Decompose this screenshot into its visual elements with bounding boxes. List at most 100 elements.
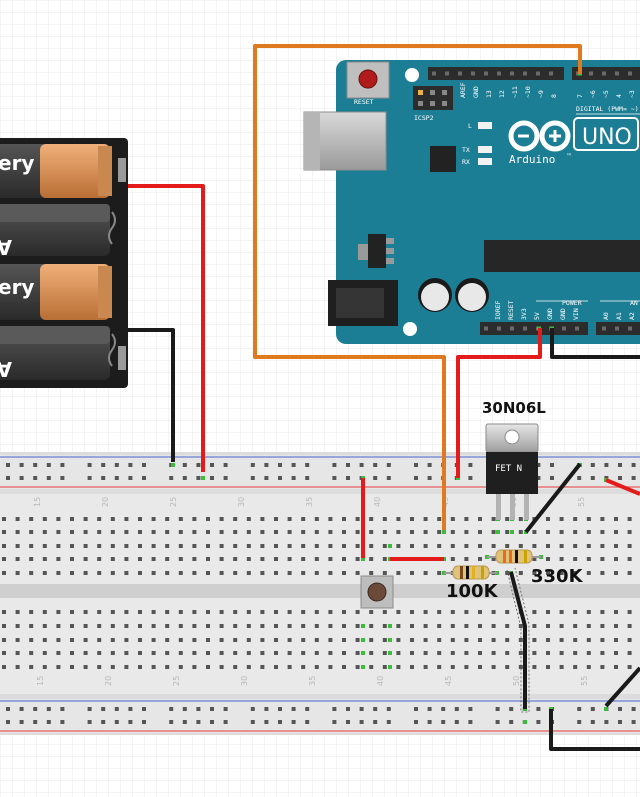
breadboard-hole[interactable]	[382, 530, 387, 534]
rail-hole[interactable]	[169, 707, 174, 711]
breadboard-hole[interactable]	[369, 665, 374, 669]
breadboard-hole[interactable]	[56, 517, 61, 521]
breadboard-hole[interactable]	[518, 544, 523, 548]
breadboard-hole[interactable]	[437, 638, 442, 642]
breadboard-hole[interactable]	[219, 665, 224, 669]
breadboard-hole[interactable]	[546, 517, 550, 521]
breadboard-hole[interactable]	[97, 610, 102, 614]
breadboard-hole[interactable]	[614, 651, 618, 655]
breadboard-hole[interactable]	[246, 517, 251, 521]
breadboard-hole[interactable]	[83, 530, 88, 534]
header-pin[interactable]	[523, 71, 527, 76]
rail-hole[interactable]	[114, 707, 119, 711]
breadboard-hole[interactable]	[15, 665, 20, 669]
rail-hole[interactable]	[33, 463, 38, 467]
breadboard-hole[interactable]	[124, 665, 129, 669]
breadboard-hole[interactable]	[138, 517, 142, 521]
header-pin[interactable]	[575, 326, 579, 331]
breadboard-hole[interactable]	[42, 517, 47, 521]
rail-hole[interactable]	[305, 720, 310, 724]
breadboard-hole[interactable]	[328, 544, 333, 548]
header-pin[interactable]	[523, 326, 527, 331]
breadboard-hole[interactable]	[559, 665, 564, 669]
breadboard-hole[interactable]	[450, 530, 455, 534]
rail-hole[interactable]	[60, 707, 65, 711]
breadboard-hole[interactable]	[233, 610, 238, 614]
breadboard-hole[interactable]	[586, 557, 591, 561]
breadboard-hole[interactable]	[627, 544, 632, 548]
breadboard-hole[interactable]	[287, 557, 292, 561]
rail-hole[interactable]	[142, 463, 146, 467]
breadboard-hole[interactable]	[260, 624, 265, 628]
breadboard-hole[interactable]	[178, 624, 183, 628]
breadboard-hole[interactable]	[586, 544, 591, 548]
breadboard-hole[interactable]	[450, 651, 455, 655]
breadboard-hole[interactable]	[614, 544, 618, 548]
breadboard-hole[interactable]	[328, 665, 333, 669]
breadboard-hole[interactable]	[382, 651, 387, 655]
breadboard-hole[interactable]	[369, 517, 374, 521]
breadboard-hole[interactable]	[627, 610, 632, 614]
breadboard-hole[interactable]	[328, 517, 333, 521]
breadboard-hole[interactable]	[124, 651, 129, 655]
rail-hole[interactable]	[604, 720, 609, 724]
breadboard-hole[interactable]	[328, 638, 333, 642]
breadboard-hole[interactable]	[70, 544, 74, 548]
breadboard-hole[interactable]	[260, 665, 265, 669]
breadboard-hole[interactable]	[287, 638, 292, 642]
rail-hole[interactable]	[332, 720, 337, 724]
breadboard-hole[interactable]	[505, 651, 510, 655]
rail-hole[interactable]	[114, 720, 119, 724]
breadboard-hole[interactable]	[396, 638, 401, 642]
rail-hole[interactable]	[373, 720, 378, 724]
rail-hole[interactable]	[468, 463, 473, 467]
breadboard-hole[interactable]	[83, 665, 88, 669]
rail-hole[interactable]	[454, 720, 459, 724]
breadboard-hole[interactable]	[505, 638, 510, 642]
breadboard-hole[interactable]	[423, 665, 428, 669]
battery-pack[interactable]: ery AAA Ba ery AAA Ba	[0, 138, 128, 388]
breadboard-hole[interactable]	[328, 651, 333, 655]
breadboard-hole[interactable]	[110, 530, 115, 534]
header-pin[interactable]	[615, 326, 619, 331]
breadboard-hole[interactable]	[423, 530, 428, 534]
breadboard-hole[interactable]	[478, 544, 482, 548]
rail-hole[interactable]	[631, 463, 636, 467]
breadboard-hole[interactable]	[165, 544, 170, 548]
breadboard-hole[interactable]	[260, 517, 265, 521]
breadboard-hole[interactable]	[532, 665, 537, 669]
breadboard-hole[interactable]	[110, 517, 115, 521]
breadboard-hole[interactable]	[627, 517, 632, 521]
rail-hole[interactable]	[332, 476, 337, 480]
rail-hole[interactable]	[631, 707, 636, 711]
breadboard-hole[interactable]	[505, 571, 510, 575]
rail-hole[interactable]	[169, 476, 174, 480]
breadboard-hole[interactable]	[559, 638, 564, 642]
rail-hole[interactable]	[332, 707, 337, 711]
breadboard-hole[interactable]	[573, 610, 578, 614]
breadboard-hole[interactable]	[437, 517, 442, 521]
arduino-5v-wire[interactable]	[456, 328, 542, 478]
breadboard-hole[interactable]	[532, 557, 537, 561]
header-pin[interactable]	[432, 71, 436, 76]
breadboard-hole[interactable]	[301, 610, 306, 614]
rail-hole[interactable]	[332, 463, 337, 467]
breadboard-hole[interactable]	[559, 651, 564, 655]
header-pin[interactable]	[562, 326, 566, 331]
breadboard-hole[interactable]	[15, 610, 20, 614]
breadboard-hole[interactable]	[192, 571, 197, 575]
breadboard-hole[interactable]	[192, 638, 197, 642]
rail-hole[interactable]	[264, 720, 269, 724]
breadboard-hole[interactable]	[219, 530, 224, 534]
connected-hole[interactable]	[171, 463, 175, 467]
breadboard-hole[interactable]	[29, 638, 34, 642]
black-gate-ground-wire[interactable]	[509, 571, 527, 709]
rail-hole[interactable]	[590, 720, 595, 724]
breadboard-hole[interactable]	[546, 624, 550, 628]
breadboard-hole[interactable]	[600, 624, 605, 628]
breadboard-hole[interactable]	[450, 517, 455, 521]
breadboard-hole[interactable]	[355, 517, 360, 521]
rail-hole[interactable]	[264, 707, 269, 711]
breadboard-hole[interactable]	[287, 544, 292, 548]
breadboard-hole[interactable]	[29, 665, 34, 669]
